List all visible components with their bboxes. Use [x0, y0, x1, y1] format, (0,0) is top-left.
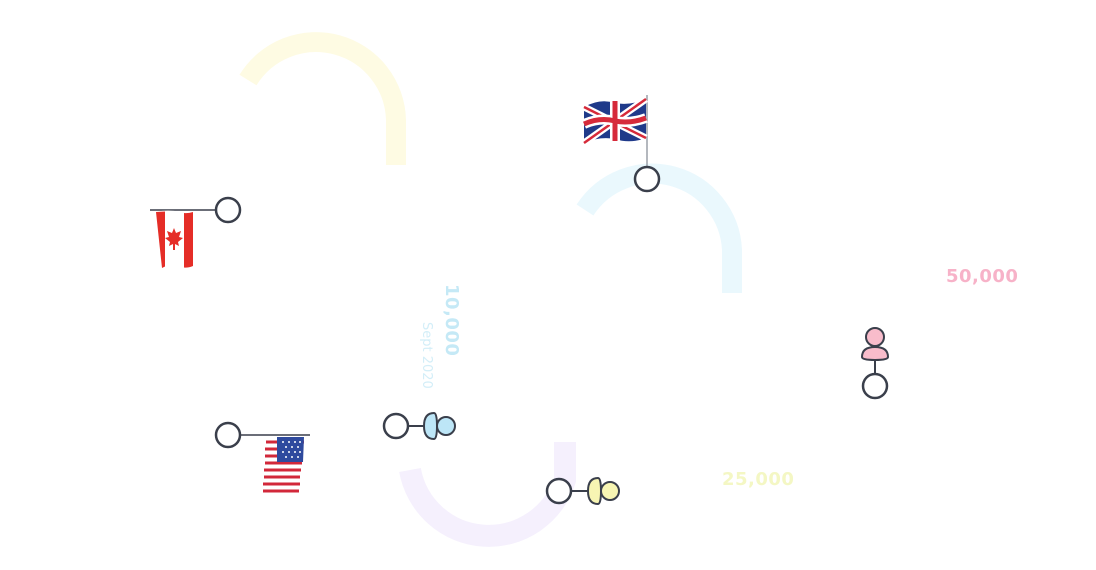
person-icon [860, 327, 890, 362]
usa-flag-icon [262, 437, 304, 500]
canada-node-circle [214, 196, 242, 224]
person-node-pink [860, 327, 890, 400]
milestone-10000-date: Sept 2020 [419, 322, 434, 389]
uk-node-circle [633, 165, 661, 193]
milestone-50000-label: 50,000 [946, 266, 1019, 287]
canada-node [150, 196, 242, 268]
milestone-10000-label: 10,000 [441, 284, 462, 357]
purple-arc [399, 442, 576, 547]
uk-flag-icon [581, 96, 649, 146]
person-node-yellow-circle [545, 477, 573, 505]
person-node-yellow [545, 476, 620, 506]
person-node-blue-circle [382, 412, 410, 440]
milestone-25000-label: 25,000 [722, 469, 795, 490]
person-node-blue [382, 411, 456, 441]
person-icon [422, 411, 456, 441]
yellow-arc [239, 32, 406, 165]
person-node-pink-circle [861, 372, 889, 400]
usa-node-circle [214, 421, 242, 449]
blue-arc [576, 163, 742, 293]
usa-node [214, 421, 310, 500]
canada-flag-icon [156, 210, 193, 268]
uk-node [581, 95, 661, 193]
person-icon [586, 476, 620, 506]
